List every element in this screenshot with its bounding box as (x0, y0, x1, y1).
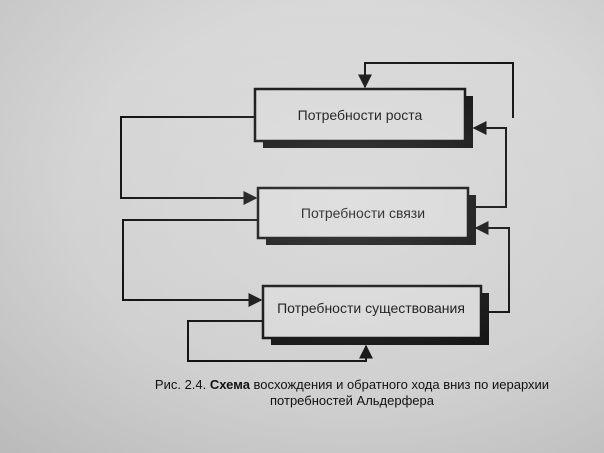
box-growth-label: Потребности роста (298, 107, 423, 123)
box-existence-needs: Потребности существования (261, 284, 489, 345)
regression-relatedness-to-existence-arrow (122, 219, 263, 307)
ascent-relatedness-to-growth-arrow (468, 121, 507, 208)
caption-line-1: Рис. 2.4. Схема восхождения и обратного … (112, 377, 592, 393)
box-existence-label: Потребности существования (277, 300, 465, 316)
caption-text-line2: потребностей Альдерфера (270, 393, 434, 408)
caption-text-line1: восхождения и обратного хода вниз по иер… (253, 377, 550, 392)
caption-bold-word: Схема (209, 377, 250, 392)
caption-figure-label: Рис. 2.4. (154, 377, 207, 392)
figure-caption: Рис. 2.4. Схема восхождения и обратного … (112, 377, 592, 409)
box-growth-needs: Потребности роста (253, 87, 473, 148)
self-loop-growth-arrow (358, 62, 514, 118)
self-loop-existence-arrow (187, 320, 373, 362)
ascent-existence-to-relatedness-arrow (474, 221, 510, 313)
regression-growth-to-relatedness-arrow (120, 116, 258, 205)
box-relatedness-needs: Потребности связи (256, 186, 476, 245)
box-relatedness-label: Потребности связи (301, 205, 425, 221)
